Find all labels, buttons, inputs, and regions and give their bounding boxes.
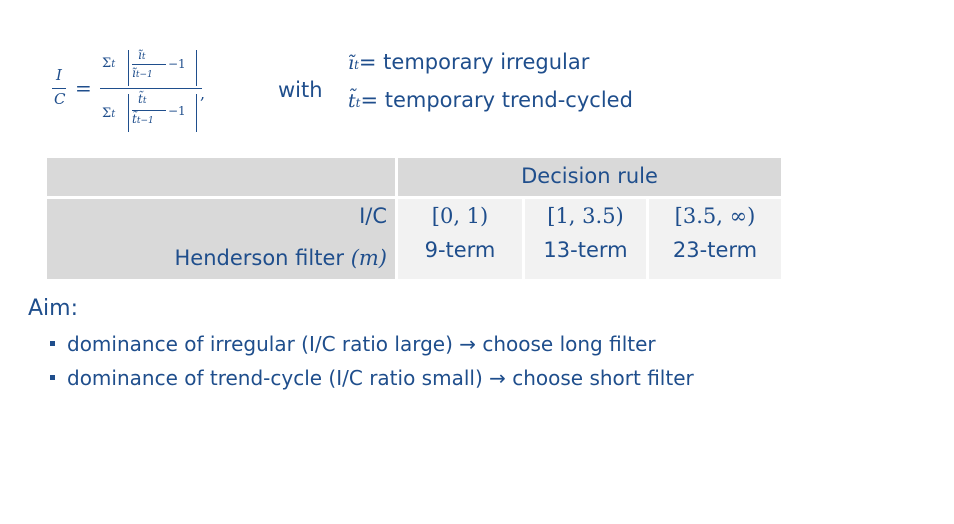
formula-num-sum: Σt bbox=[102, 56, 116, 71]
formula-lhs-numerator: I bbox=[56, 66, 62, 84]
aim-title: Aim: bbox=[28, 296, 79, 321]
formula-den-inner-den: t̃t−1 bbox=[132, 112, 154, 126]
table-column-1: [0, 1) 9-term bbox=[398, 199, 522, 279]
formula-comma: , bbox=[200, 84, 206, 103]
row-label-henderson: Henderson filter (m) bbox=[174, 246, 387, 270]
bullet-square-icon bbox=[50, 341, 55, 346]
definition-irregular: ĩt= temporary irregular bbox=[348, 50, 590, 74]
table-column-2: [1, 3.5) 13-term bbox=[525, 199, 646, 279]
formula-main-fraction-bar bbox=[100, 88, 202, 89]
interval-cell: [1, 3.5) bbox=[547, 204, 624, 228]
formula-den-abs-right bbox=[196, 94, 197, 132]
formula-num-abs-left bbox=[128, 50, 129, 86]
formula-num-inner-num: ĩt bbox=[138, 48, 146, 62]
aim-bullet-2: dominance of trend-cycle (I/C ratio smal… bbox=[50, 366, 694, 390]
table-row-labels: I/C Henderson filter (m) bbox=[47, 199, 395, 279]
filter-cell: 13-term bbox=[543, 238, 628, 262]
bullet-square-icon bbox=[50, 375, 55, 380]
formula-num-inner-den: ĩt−1 bbox=[132, 66, 153, 80]
formula-equals: = bbox=[75, 76, 92, 100]
formula-den-minus-one: −1 bbox=[168, 104, 186, 118]
definition-trend-cycle: t̃t= temporary trend-cycled bbox=[348, 88, 633, 112]
decision-rule-table: Decision rule I/C Henderson filter (m) [… bbox=[47, 158, 781, 279]
formula-den-inner-num: t̃t bbox=[138, 92, 147, 106]
formula-num-minus-one: −1 bbox=[168, 57, 186, 71]
filter-cell: 23-term bbox=[672, 238, 758, 262]
with-label: with bbox=[278, 78, 323, 102]
formula-num-inner-bar bbox=[132, 64, 166, 65]
aim-bullet-1: dominance of irregular (I/C ratio large)… bbox=[50, 332, 656, 356]
table-column-3: [3.5, ∞) 23-term bbox=[649, 199, 781, 279]
formula-den-inner-bar bbox=[132, 110, 166, 111]
formula-num-abs-right bbox=[196, 50, 197, 86]
table-header-decision-rule: Decision rule bbox=[398, 158, 781, 196]
formula-den-sum: Σt bbox=[102, 106, 116, 121]
interval-cell: [3.5, ∞) bbox=[674, 204, 756, 228]
interval-cell: [0, 1) bbox=[431, 204, 489, 228]
row-label-ic: I/C bbox=[359, 204, 387, 228]
formula-lhs-fraction-bar bbox=[52, 88, 66, 89]
formula-lhs-denominator: C bbox=[54, 90, 66, 108]
formula-den-abs-left bbox=[128, 94, 129, 132]
table-header-empty bbox=[47, 158, 395, 196]
filter-cell: 9-term bbox=[424, 238, 496, 262]
ic-ratio-formula: I C = Σt ĩt ĩt−1 −1 Σt t̃t t̃t−1 −1 , bbox=[50, 46, 230, 136]
